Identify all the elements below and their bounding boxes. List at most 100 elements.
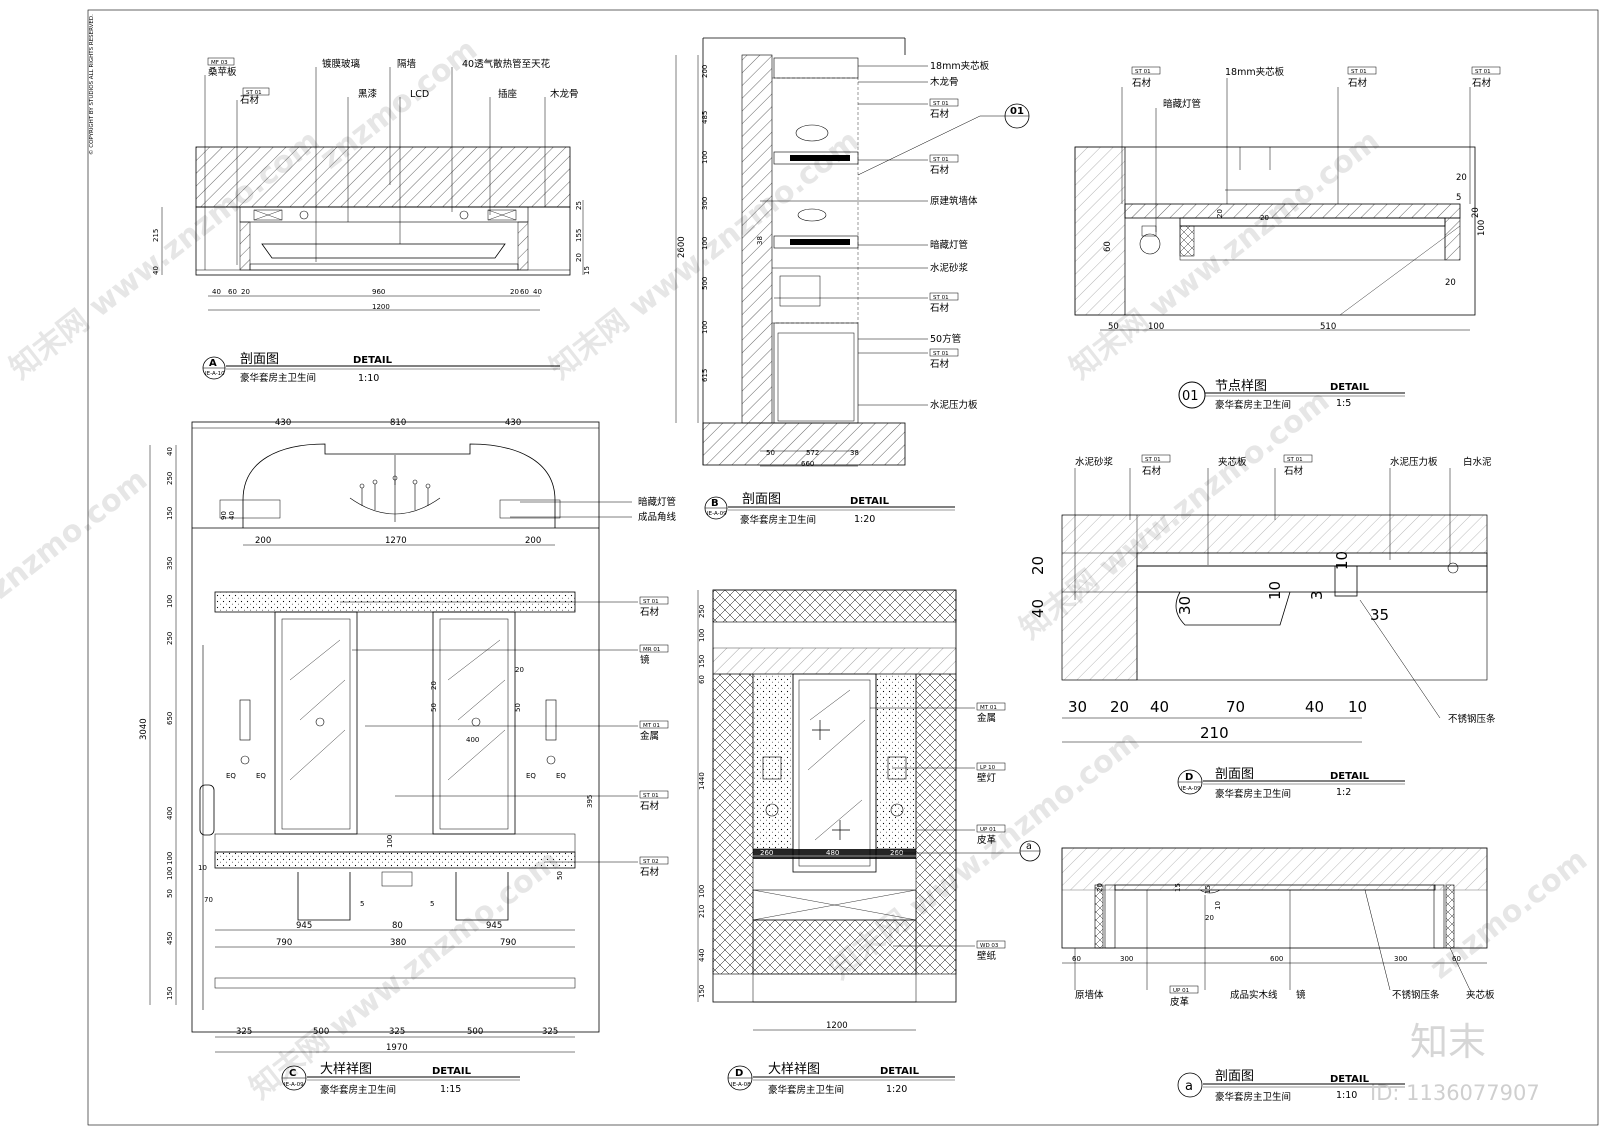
label: 不锈钢压条 bbox=[1448, 713, 1496, 725]
dimension-label: 20 bbox=[1445, 278, 1456, 288]
annotation-text: 豪华套房主卫生间 bbox=[1215, 399, 1291, 411]
dimension-label: 1200 bbox=[826, 1021, 848, 1031]
dimension-label: 40 bbox=[152, 266, 160, 275]
material-tag: ST 01 bbox=[246, 90, 262, 96]
dimension-label: 10 bbox=[1348, 698, 1367, 716]
title-block-d: D IE-A-08 大样祥图 DETAIL 豪华套房主卫生间 1:20 bbox=[727, 1062, 955, 1096]
material-tag: ST 01 bbox=[643, 793, 659, 799]
dimension-label: 60 bbox=[1452, 955, 1461, 963]
copyright-text: © COPYRIGHT BY STUDIOS ALL RIGHTS RESERV… bbox=[88, 14, 95, 155]
dimension-label: 790 bbox=[276, 938, 292, 948]
dimension-label: 50 bbox=[514, 703, 522, 712]
dimension-label: 10 bbox=[1266, 581, 1284, 600]
annotation-text: DETAIL bbox=[1330, 771, 1370, 782]
dimension-label: 40 bbox=[212, 288, 221, 296]
detail-a: MF 03 桑苹板 ST 01 石材 镀膜玻璃 隔墙 黑漆 LCD 40透气散热… bbox=[152, 57, 591, 311]
dimension-label: 790 bbox=[500, 938, 516, 948]
label: 石材 bbox=[930, 108, 950, 120]
dimension-label: 572 bbox=[806, 449, 819, 457]
label: 隔墙 bbox=[397, 58, 417, 70]
label: 桑苹板 bbox=[208, 66, 237, 78]
label: 镜 bbox=[1296, 989, 1306, 1001]
label: 水泥砂浆 bbox=[1075, 456, 1114, 468]
dimension-label: 300 bbox=[701, 197, 709, 210]
dimension-label: 480 bbox=[826, 849, 839, 857]
label: 成品角线 bbox=[638, 511, 677, 523]
dimension-label: 25 bbox=[575, 201, 583, 210]
dimension-label: EQ bbox=[226, 772, 236, 780]
dimension-label: 250 bbox=[166, 632, 174, 645]
annotation-text: DETAIL bbox=[1330, 382, 1370, 393]
annotation-text: 豪华套房主卫生间 bbox=[768, 1084, 844, 1096]
badge: a bbox=[1185, 1079, 1193, 1094]
dimension-label: 40 bbox=[1150, 698, 1169, 716]
dimension-label: 5 bbox=[430, 900, 434, 908]
image-id: ID: 1136077907 bbox=[1370, 1081, 1540, 1105]
dimension-label: 40 bbox=[1029, 599, 1047, 618]
dimension-label: 3040 bbox=[139, 718, 149, 740]
label: 石材 bbox=[1472, 77, 1492, 89]
annotation-text: DETAIL bbox=[850, 496, 890, 507]
dimension-label: 20 bbox=[1216, 209, 1224, 218]
dimension-label: EQ bbox=[556, 772, 566, 780]
dimension-label: 10 bbox=[1333, 551, 1351, 570]
label: 黑漆 bbox=[358, 88, 378, 100]
label: 石材 bbox=[640, 800, 660, 812]
dimension-label: 250 bbox=[166, 472, 174, 485]
dimension-label: 100 bbox=[701, 321, 709, 334]
annotation-text: 1:5 bbox=[1336, 398, 1351, 409]
section-mark: a bbox=[1026, 841, 1032, 852]
dimension-label: 100 bbox=[386, 835, 394, 848]
watermark: 知末网 www.znzmo.com bbox=[243, 843, 566, 1106]
material-tag: IE-A-09 bbox=[707, 511, 727, 517]
dimension-label: 200 bbox=[525, 536, 541, 546]
title-block-c: C IE-A-09 大样祥图 DETAIL 豪华套房主卫生间 1:15 bbox=[281, 1062, 520, 1096]
annotation-text: 1:20 bbox=[886, 1084, 907, 1095]
dimension-label: 20 bbox=[1029, 556, 1047, 575]
dimension-label: 20 bbox=[1096, 883, 1104, 892]
detail-a-lower: 60 300 600 300 60 20 15 15 10 20 原墙体 UP … bbox=[1061, 847, 1495, 1008]
label: 金属 bbox=[640, 730, 659, 742]
dimension-label: 325 bbox=[389, 1027, 405, 1037]
detail-d: 250 100 150 60 1440 100 210 440 150 260 … bbox=[697, 589, 1041, 1031]
label: 水泥压力板 bbox=[1390, 456, 1438, 468]
dimension-label: 810 bbox=[390, 418, 406, 428]
dimension-label: 500 bbox=[313, 1027, 329, 1037]
dimension-label: 20 bbox=[1205, 914, 1214, 922]
dimension-label: 70 bbox=[1226, 698, 1245, 716]
dimension-label: 15 bbox=[1204, 885, 1212, 894]
dimension-label: 510 bbox=[1320, 322, 1336, 332]
dimension-label: 20 bbox=[575, 253, 583, 262]
dimension-label: 150 bbox=[698, 655, 706, 668]
label: 暗藏灯管 bbox=[638, 496, 676, 508]
label: 白水泥 bbox=[1463, 456, 1492, 468]
dimension-label: 960 bbox=[372, 288, 385, 296]
dimension-label: 40 bbox=[1305, 698, 1324, 716]
dimension-label: 450 bbox=[166, 932, 174, 945]
label: 不锈钢压条 bbox=[1392, 989, 1440, 1001]
annotation-text: DETAIL bbox=[1330, 1074, 1370, 1085]
title: 大样祥图 bbox=[320, 1062, 372, 1077]
label: 石材 bbox=[930, 164, 950, 176]
material-tag: IE-A-09 bbox=[284, 1082, 304, 1088]
dimension-label: EQ bbox=[256, 772, 266, 780]
label: 水泥砂浆 bbox=[930, 262, 969, 274]
annotation-text: 豪华套房主卫生间 bbox=[1215, 788, 1291, 800]
dimension-label: 660 bbox=[801, 460, 814, 468]
dimension-label: 50 bbox=[766, 449, 775, 457]
dimension-label: 215 bbox=[152, 229, 160, 242]
badge: A bbox=[209, 358, 217, 369]
dimension-label: 38 bbox=[756, 236, 764, 245]
material-tag: UP 01 bbox=[1173, 988, 1189, 994]
label: 石材 bbox=[640, 866, 660, 878]
dimension-label: 100 bbox=[698, 629, 706, 642]
detail-b: 01 200 485 100 300 100 500 100 615 2600 … bbox=[675, 37, 1030, 468]
material-tag: ST 01 bbox=[643, 599, 659, 605]
label: 皮革 bbox=[1170, 996, 1190, 1008]
dimension-label: 80 bbox=[392, 921, 403, 931]
annotation-text: 1:2 bbox=[1336, 787, 1351, 798]
label: 镀膜玻璃 bbox=[322, 58, 360, 70]
title-block-a: A IE-A-10 剖面图 DETAIL 豪华套房主卫生间 1:10 bbox=[202, 352, 560, 384]
dimension-label: EQ bbox=[526, 772, 536, 780]
label: 暗藏灯管 bbox=[1163, 98, 1201, 110]
